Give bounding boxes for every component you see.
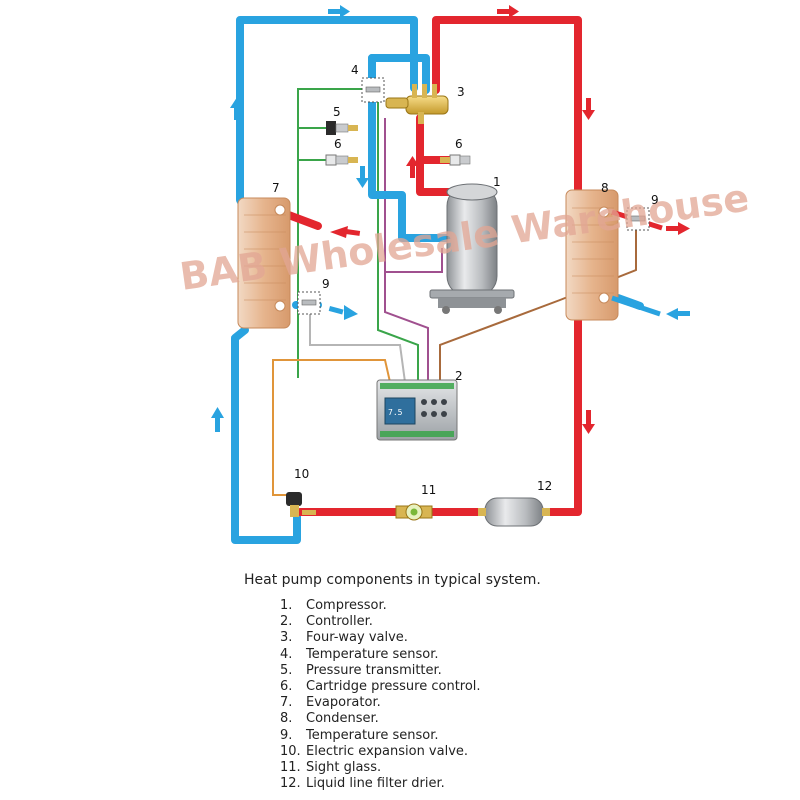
label-11: 11 bbox=[421, 483, 436, 497]
legend-item: 12. Liquid line filter drier. bbox=[280, 776, 541, 792]
arrow-red-top bbox=[497, 5, 519, 18]
legend-item-label: Cartridge pressure control. bbox=[306, 679, 481, 695]
label-6-right: 6 bbox=[455, 137, 463, 151]
label-12: 12 bbox=[537, 479, 552, 493]
legend-item-label: Evaporator. bbox=[306, 695, 381, 711]
brown-wire bbox=[439, 230, 637, 382]
arrow-red-into-evap bbox=[330, 226, 361, 238]
four-way-valve bbox=[385, 84, 449, 124]
temperature-sensor-9-right bbox=[626, 207, 650, 231]
green-wire-to-controller bbox=[377, 100, 419, 382]
legend-item: 1. Compressor. bbox=[280, 598, 541, 614]
label-1: 1 bbox=[493, 175, 501, 189]
legend-item-label: Electric expansion valve. bbox=[306, 743, 469, 759]
legend-item-number: 8. bbox=[280, 711, 293, 727]
arrow-blue-up-left bbox=[230, 98, 243, 120]
label-7: 7 bbox=[272, 181, 280, 195]
arrow-red-up-mid bbox=[406, 156, 419, 178]
label-4: 4 bbox=[351, 63, 359, 77]
legend-list: 1. Compressor. 2. Controller. 3. Four-way v… bbox=[244, 598, 541, 792]
legend-item-number: 3. bbox=[280, 630, 293, 646]
controller bbox=[376, 379, 458, 441]
electric-expansion-valve bbox=[286, 492, 316, 517]
cartridge-pressure-control-right bbox=[440, 154, 471, 166]
legend-item-number: 5. bbox=[280, 662, 293, 678]
arrow-blue-up-left-low bbox=[211, 407, 224, 432]
legend-item: 3. Four-way valve. bbox=[280, 630, 541, 646]
legend-item-number: 9. bbox=[280, 727, 293, 743]
legend-item: 5. Pressure transmitter. bbox=[280, 663, 541, 679]
component-legend: Heat pump components in typical system. … bbox=[244, 572, 541, 792]
compressor bbox=[429, 183, 515, 314]
controller-display-value: 7.5 bbox=[388, 408, 403, 417]
legend-item-number: 4. bbox=[280, 646, 293, 662]
legend-item-label: Controller. bbox=[306, 614, 373, 630]
legend-title: Heat pump components in typical system. bbox=[244, 572, 541, 588]
legend-item-label: Pressure transmitter. bbox=[306, 662, 442, 678]
arrow-blue-out-evap bbox=[328, 305, 358, 320]
label-10: 10 bbox=[294, 467, 309, 481]
legend-item-label: Temperature sensor. bbox=[306, 646, 439, 662]
legend-item: 6. Cartridge pressure control. bbox=[280, 679, 541, 695]
legend-item-number: 11. bbox=[280, 760, 301, 776]
arrow-blue-down-mid bbox=[356, 166, 369, 188]
orange-wire bbox=[272, 359, 391, 496]
label-9-right: 9 bbox=[651, 193, 659, 207]
legend-item: 10. Electric expansion valve. bbox=[280, 744, 541, 760]
legend-item-number: 12. bbox=[280, 776, 301, 792]
green-wire bbox=[297, 88, 368, 378]
legend-item: 7. Evaporator. bbox=[280, 695, 541, 711]
label-6-left: 6 bbox=[334, 137, 342, 151]
sight-glass bbox=[395, 503, 433, 521]
liquid-line-filter-drier bbox=[478, 497, 550, 527]
arrow-red-down-right bbox=[582, 98, 595, 120]
flow-arrows bbox=[211, 5, 690, 434]
legend-item-number: 2. bbox=[280, 614, 293, 630]
legend-item-number: 7. bbox=[280, 695, 293, 711]
evaporator bbox=[237, 197, 291, 329]
arrow-blue-into-cond bbox=[666, 308, 690, 320]
temperature-sensor-4 bbox=[361, 77, 385, 103]
legend-item-number: 6. bbox=[280, 679, 293, 695]
wires bbox=[272, 88, 637, 496]
label-8: 8 bbox=[601, 181, 609, 195]
legend-item-label: Temperature sensor. bbox=[306, 727, 439, 743]
legend-item: 9. Temperature sensor. bbox=[280, 728, 541, 744]
arrow-blue-top bbox=[328, 5, 350, 18]
condenser bbox=[565, 189, 663, 321]
cartridge-pressure-control-left bbox=[325, 154, 358, 166]
signal-wire-compressor bbox=[385, 248, 443, 273]
arrow-red-down-right-low bbox=[582, 410, 595, 434]
legend-item-label: Condenser. bbox=[306, 711, 379, 727]
component-labels: 1 2 3 4 5 6 6 7 8 9 9 10 11 12 bbox=[272, 63, 659, 497]
legend-item-label: Four-way valve. bbox=[306, 630, 408, 646]
label-9-left: 9 bbox=[322, 277, 330, 291]
legend-item-label: Compressor. bbox=[306, 598, 387, 613]
legend-item-label: Liquid line filter drier. bbox=[306, 776, 445, 792]
pressure-transmitter bbox=[326, 121, 358, 135]
label-5: 5 bbox=[333, 105, 341, 119]
gray-wire bbox=[309, 310, 406, 383]
label-3: 3 bbox=[457, 85, 465, 99]
temperature-sensor-9-left bbox=[297, 291, 321, 315]
label-2: 2 bbox=[455, 369, 463, 383]
arrow-red-out-cond bbox=[666, 222, 690, 235]
legend-item: 11. Sight glass. bbox=[280, 760, 541, 776]
heat-pump-diagram: 7.5 BAB Wholesale Warehouse 1 2 3 4 5 6 … bbox=[177, 5, 752, 544]
signal-wire bbox=[384, 118, 429, 382]
legend-item-number: 10. bbox=[280, 743, 301, 759]
legend-item: 8. Condenser. bbox=[280, 711, 541, 727]
legend-item: 4. Temperature sensor. bbox=[280, 647, 541, 663]
hot-outlet-evap bbox=[282, 210, 322, 230]
legend-item-label: Sight glass. bbox=[306, 760, 382, 776]
legend-item: 2. Controller. bbox=[280, 614, 541, 630]
legend-item-number: 1. bbox=[280, 598, 293, 613]
